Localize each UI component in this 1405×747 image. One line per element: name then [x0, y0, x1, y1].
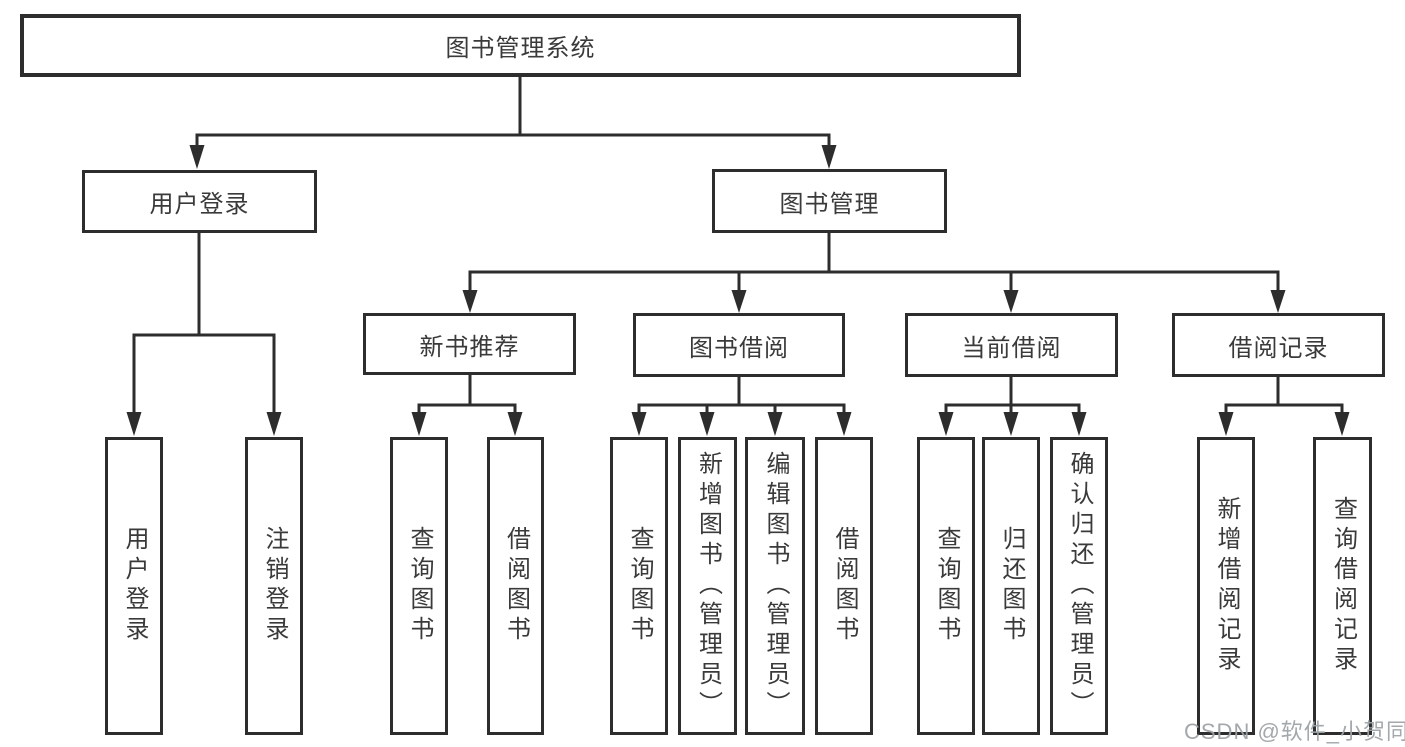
leaf-user-login-label: 用户登录 [121, 526, 148, 646]
leaf-borrow-borrow-books: 借阅图书 [815, 437, 873, 735]
leaf-borrow-edit-books-admin: 编辑图书（管理员） [745, 437, 805, 735]
leaf-current-return-books-label: 归还图书 [998, 526, 1025, 646]
node-borrow-records: 借阅记录 [1172, 313, 1385, 377]
node-root-label: 图书管理系统 [445, 35, 596, 62]
node-new-book-recommend-label: 新书推荐 [419, 333, 520, 361]
leaf-borrow-add-books-admin-label: 新增图书（管理员） [694, 451, 722, 721]
leaf-records-add-record: 新增借阅记录 [1197, 437, 1255, 735]
leaf-newrec-borrow-books-label: 借阅图书 [502, 526, 530, 646]
leaf-user-login: 用户登录 [105, 437, 163, 735]
node-user-login-label: 用户登录 [149, 191, 250, 218]
leaf-borrow-query-books: 查询图书 [610, 437, 668, 735]
leaf-borrow-add-books-admin: 新增图书（管理员） [678, 437, 737, 735]
leaf-newrec-query-books: 查询图书 [390, 437, 448, 735]
leaf-logout-login: 注销登录 [245, 437, 303, 735]
leaf-current-confirm-return-admin-label: 确认归还（管理员） [1066, 451, 1093, 721]
node-user-login: 用户登录 [82, 170, 317, 233]
node-borrow-records-label: 借阅记录 [1228, 334, 1329, 362]
leaf-borrow-query-books-label: 查询图书 [626, 526, 653, 646]
node-new-book-recommend: 新书推荐 [363, 313, 576, 375]
leaf-newrec-query-books-label: 查询图书 [406, 526, 433, 646]
leaf-records-add-record-label: 新增借阅记录 [1213, 496, 1240, 676]
node-book-management-label: 图书管理 [779, 190, 880, 218]
leaf-newrec-borrow-books: 借阅图书 [487, 437, 544, 735]
csdn-watermark: CSDN @软件_小贺同学 [1184, 719, 1405, 744]
leaf-borrow-edit-books-admin-label: 编辑图书（管理员） [762, 451, 789, 721]
leaf-logout-login-label: 注销登录 [261, 526, 288, 646]
leaf-current-return-books: 归还图书 [982, 437, 1040, 735]
node-current-borrow: 当前借阅 [905, 313, 1118, 377]
node-book-borrow-label: 图书借阅 [689, 334, 789, 362]
node-book-borrow: 图书借阅 [633, 313, 845, 377]
leaf-records-query-record-label: 查询借阅记录 [1329, 496, 1357, 676]
node-current-borrow-label: 当前借阅 [961, 334, 1062, 362]
leaf-current-query-books-label: 查询图书 [933, 526, 960, 646]
leaf-borrow-borrow-books-label: 借阅图书 [831, 526, 858, 646]
node-book-management: 图书管理 [712, 169, 947, 233]
leaf-current-confirm-return-admin: 确认归还（管理员） [1050, 437, 1108, 735]
node-root-system: 图书管理系统 [20, 14, 1021, 77]
leaf-records-query-record: 查询借阅记录 [1313, 437, 1372, 735]
leaf-current-query-books: 查询图书 [917, 437, 975, 735]
